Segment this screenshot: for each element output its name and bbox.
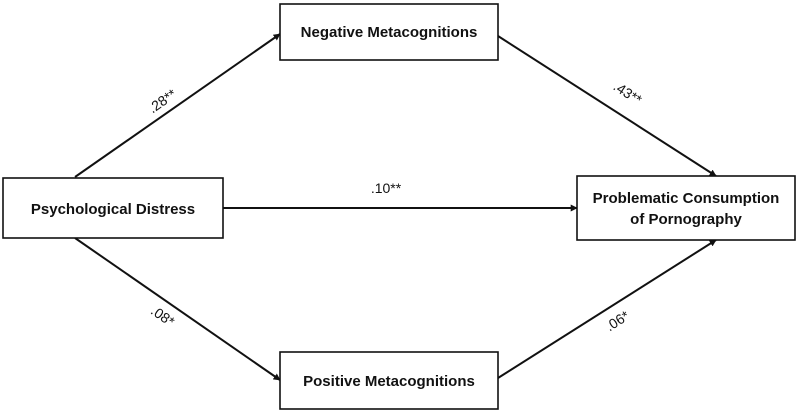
coef-negative-to-outcome: .43**	[611, 78, 646, 108]
node-positive-metacognitions: Positive Metacognitions	[279, 351, 499, 410]
arrow-positive-to-outcome	[497, 239, 717, 379]
coef-distress-to-negative: .28**	[145, 85, 179, 116]
node-psychological-distress: Psychological Distress	[2, 177, 224, 239]
coef-distress-to-outcome: .10**	[371, 180, 402, 196]
node-positive-metacognitions-label: Positive Metacognitions	[303, 373, 475, 390]
node-negative-metacognitions: Negative Metacognitions	[279, 3, 499, 61]
arrow-negative-to-outcome	[497, 35, 717, 177]
node-negative-metacognitions-label: Negative Metacognitions	[301, 24, 478, 41]
node-problematic-consumption-label-line1: Problematic Consumption	[593, 190, 780, 207]
node-psychological-distress-label: Psychological Distress	[31, 201, 195, 218]
coef-positive-to-outcome: .06*	[602, 307, 632, 334]
arrow-distress-to-negative	[74, 33, 281, 178]
node-problematic-consumption-label-line2: of Pornography	[630, 211, 742, 228]
arrow-distress-to-positive	[74, 237, 281, 381]
node-problematic-consumption: Problematic Consumption of Pornography	[576, 175, 796, 241]
